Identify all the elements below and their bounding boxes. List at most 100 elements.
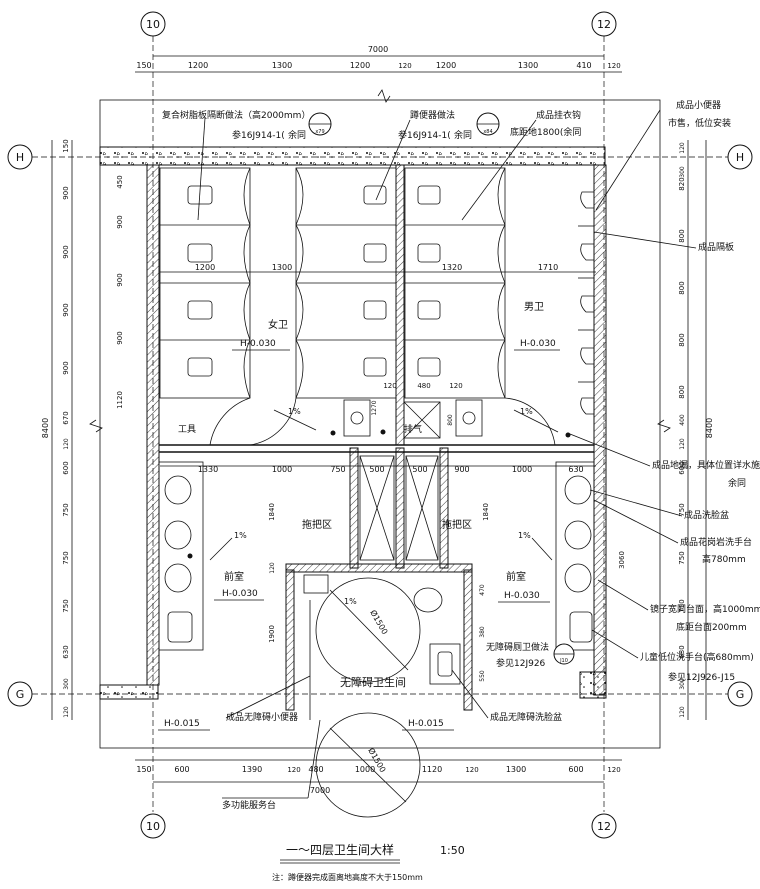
svg-text:300: 300 xyxy=(679,166,686,178)
svg-text:7000: 7000 xyxy=(310,786,330,795)
svg-text:G: G xyxy=(16,688,25,701)
note-accessible-wc: 无障碍厕卫做法 参见12J926 J10 xyxy=(486,641,575,669)
svg-text:成品洗脸盆: 成品洗脸盆 xyxy=(684,509,729,521)
axis-bubble-12-bottom: 12 xyxy=(591,813,617,839)
accessible-wc xyxy=(303,574,461,720)
svg-text:800: 800 xyxy=(678,281,686,294)
svg-text:1%: 1% xyxy=(520,407,533,416)
svg-text:1390: 1390 xyxy=(242,765,262,774)
note-counter: 成品花岗岩洗手台 高780mm xyxy=(593,499,752,565)
svg-text:H-0.030: H-0.030 xyxy=(240,339,276,349)
svg-text:300: 300 xyxy=(679,678,686,690)
svg-text:450: 450 xyxy=(116,175,124,188)
svg-text:380: 380 xyxy=(479,626,486,638)
svg-text:120: 120 xyxy=(679,142,686,154)
mop-sinks xyxy=(343,399,483,439)
svg-text:拖把区: 拖把区 xyxy=(442,518,472,531)
svg-text:1%: 1% xyxy=(288,407,301,416)
svg-text:150: 150 xyxy=(136,765,151,774)
svg-text:500: 500 xyxy=(412,465,427,474)
svg-text:410: 410 xyxy=(576,61,591,70)
note-service-desk: 多功能服务台 xyxy=(222,719,321,811)
svg-text:800: 800 xyxy=(447,414,454,426)
stalls-women xyxy=(159,167,251,399)
svg-text:成品隔板: 成品隔板 xyxy=(698,241,734,253)
svg-text:750: 750 xyxy=(678,599,686,612)
shafts xyxy=(359,455,439,561)
svg-text:900: 900 xyxy=(62,361,70,374)
svg-text:1120: 1120 xyxy=(422,765,442,774)
axis-bubble-10-bottom: 10 xyxy=(140,813,166,839)
dimension-top-chain: 150 1200 1300 1200 120 1200 1300 410 120 xyxy=(135,61,622,73)
svg-text:1%: 1% xyxy=(518,531,531,540)
svg-text:Ø1500: Ø1500 xyxy=(368,608,390,636)
svg-text:750: 750 xyxy=(678,503,686,516)
note-floor-drain: 成品地漏，具体位置详水施 余同 xyxy=(569,433,760,489)
inner-dims-row1: 1200 1300 1320 1710 xyxy=(160,263,596,273)
dimension-left: 8400 150 900 900 900 900 670 120 600 750… xyxy=(41,139,73,720)
svg-text:120: 120 xyxy=(607,766,620,774)
svg-text:女卫: 女卫 xyxy=(268,318,288,331)
svg-text:一～四层卫生间大样: 一～四层卫生间大样 xyxy=(286,842,394,857)
svg-text:1000: 1000 xyxy=(512,465,532,474)
svg-text:750: 750 xyxy=(62,599,70,612)
note-toilet: 蹲便器做法 参16J914-1( 余同 x84 xyxy=(375,109,500,201)
basin-counter-right xyxy=(555,461,595,651)
svg-text:900: 900 xyxy=(62,186,70,199)
svg-text:市售，低位安装: 市售，低位安装 xyxy=(668,117,731,129)
svg-text:参16J914-1(: 参16J914-1( xyxy=(398,129,451,141)
svg-text:1120: 1120 xyxy=(116,391,124,409)
svg-text:H: H xyxy=(16,151,24,164)
svg-text:1320: 1320 xyxy=(442,263,462,272)
svg-text:H-0.030: H-0.030 xyxy=(520,339,556,349)
svg-text:H-0.030: H-0.030 xyxy=(222,589,258,599)
svg-text:参见12J926-J15: 参见12J926-J15 xyxy=(668,671,735,683)
svg-text:750: 750 xyxy=(62,551,70,564)
svg-text:成品无障碍洗脸盆: 成品无障碍洗脸盆 xyxy=(490,711,562,723)
basin-counter-left xyxy=(158,461,204,651)
svg-text:成品地漏，具体位置详水施: 成品地漏，具体位置详水施 xyxy=(652,459,760,471)
svg-text:120: 120 xyxy=(679,706,686,718)
svg-text:470: 470 xyxy=(479,584,486,596)
note-partition: 复合树脂板隔断做法（高2000mm） 参16J914-1( 余同 x79 xyxy=(162,109,332,221)
svg-text:1200: 1200 xyxy=(436,61,456,70)
axis-bubble-g-right: G xyxy=(727,681,753,707)
svg-text:600: 600 xyxy=(678,461,686,474)
svg-text:750: 750 xyxy=(678,551,686,564)
inner-dims-row2: 1330 1000 750 500 500 900 1000 630 xyxy=(160,465,596,474)
svg-text:900: 900 xyxy=(454,465,469,474)
svg-text:500: 500 xyxy=(369,465,384,474)
svg-text:1840: 1840 xyxy=(268,503,276,521)
svg-text:参16J914-1(: 参16J914-1( xyxy=(232,129,285,141)
svg-text:150: 150 xyxy=(136,61,151,70)
svg-text:余同: 余同 xyxy=(288,129,306,141)
svg-text:1200: 1200 xyxy=(188,61,208,70)
svg-text:1:50: 1:50 xyxy=(440,844,465,857)
svg-text:150: 150 xyxy=(62,139,70,152)
svg-text:1000: 1000 xyxy=(355,765,375,774)
svg-text:1300: 1300 xyxy=(506,765,526,774)
svg-text:300: 300 xyxy=(63,678,70,690)
svg-text:10: 10 xyxy=(146,820,160,833)
svg-text:无障碍卫生间: 无障碍卫生间 xyxy=(340,675,406,689)
svg-text:底距台面200mm: 底距台面200mm xyxy=(676,621,747,633)
svg-text:900: 900 xyxy=(62,245,70,258)
svg-text:120: 120 xyxy=(607,62,620,70)
svg-text:900: 900 xyxy=(116,331,124,344)
svg-text:前室: 前室 xyxy=(224,570,244,583)
note-urinal: 成品小便器 市售，低位安装 xyxy=(595,99,731,211)
svg-text:800: 800 xyxy=(678,229,686,242)
svg-text:1000: 1000 xyxy=(272,465,292,474)
svg-text:成品小便器: 成品小便器 xyxy=(676,99,721,111)
svg-text:J10: J10 xyxy=(559,658,568,664)
svg-text:底距地1800(余同: 底距地1800(余同 xyxy=(510,126,581,138)
note-accessible-basin: 成品无障碍洗脸盆 xyxy=(451,669,562,723)
svg-text:120: 120 xyxy=(449,382,462,390)
svg-text:12: 12 xyxy=(597,18,611,31)
svg-text:排气: 排气 xyxy=(404,423,422,435)
svg-text:余同: 余同 xyxy=(728,477,746,489)
svg-text:120: 120 xyxy=(465,766,478,774)
note-mirror: 镜子宽同台面，高1000mm 底距台面200mm xyxy=(597,579,760,633)
drawing-note: 注：蹲便器完成面离地高度不大于150mm xyxy=(272,872,423,882)
svg-text:600: 600 xyxy=(568,765,583,774)
